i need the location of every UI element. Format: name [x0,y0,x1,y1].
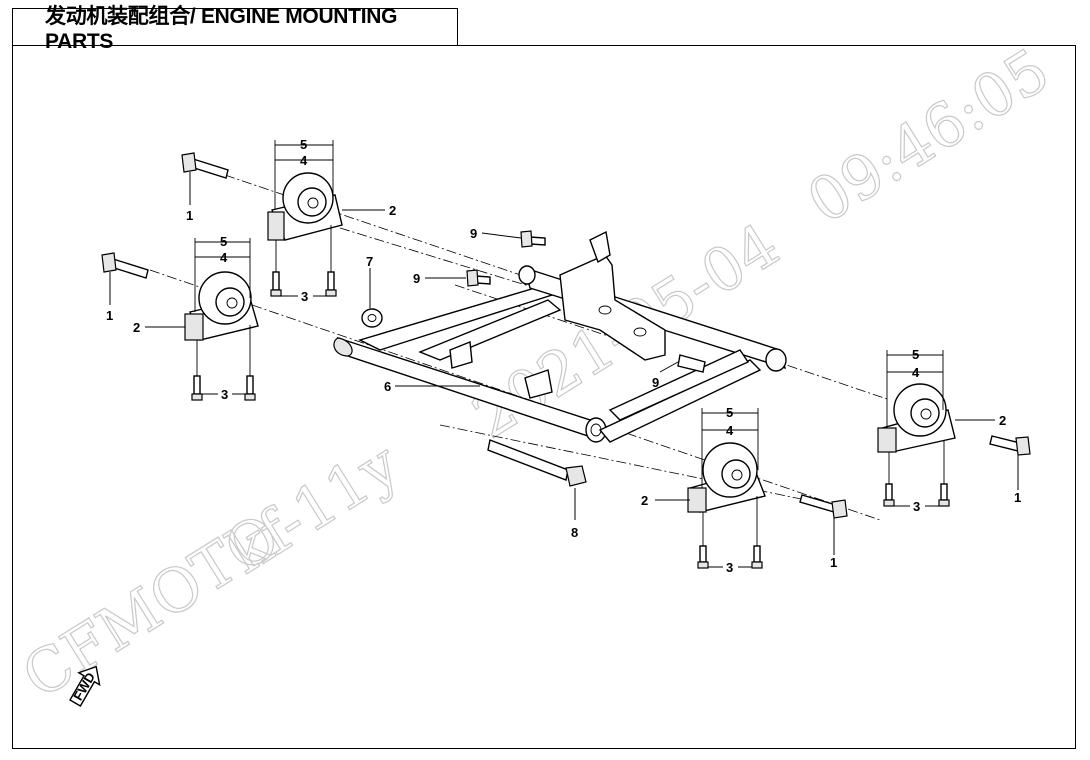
callout-4: 4 [220,250,228,265]
callout-1: 1 [106,308,113,323]
engine-mount-frame [333,230,787,443]
callout-3: 3 [726,560,733,575]
leader-lines [109,172,1019,568]
callout-2: 2 [641,493,648,508]
callout-5: 5 [912,347,919,362]
callout-1: 1 [1014,490,1021,505]
callout-4: 4 [300,153,308,168]
callout-5: 5 [726,405,733,420]
bushing-part [361,308,383,328]
rubber-mount-right [877,383,956,507]
watermark-time: 09:46:05 [796,36,1062,238]
callout-7: 7 [366,254,373,269]
callout-labels: 1 1 1 1 2 2 2 2 3 3 3 3 4 4 4 4 5 5 5 5 … [106,137,1021,575]
mount-bolts [101,152,1031,519]
callout-5: 5 [220,234,227,249]
long-bolt [487,439,587,487]
frame-bolts [466,230,546,287]
callout-8: 8 [571,525,578,540]
assembly-axes [149,174,891,521]
callout-6: 6 [384,379,391,394]
callout-4: 4 [912,365,920,380]
callout-3: 3 [221,387,228,402]
callout-9: 9 [652,375,659,390]
hardware-brackets [194,140,944,488]
diagram-frame [12,45,1076,749]
rubber-mount-top-left [267,172,343,297]
rubber-mount-left [184,271,259,401]
callout-5: 5 [300,137,307,152]
callout-1: 1 [830,555,837,570]
callout-4: 4 [726,423,734,438]
callout-3: 3 [913,499,920,514]
callout-1: 1 [186,208,193,223]
callout-9: 9 [413,271,420,286]
callout-9: 9 [470,226,477,241]
callout-3: 3 [301,289,308,304]
page-title: 发动机装配组合/ ENGINE MOUNTING PARTS [12,5,458,53]
callout-2: 2 [133,320,140,335]
callout-2: 2 [389,203,396,218]
rubber-mount-bottom [687,442,766,569]
callout-2: 2 [999,413,1006,428]
